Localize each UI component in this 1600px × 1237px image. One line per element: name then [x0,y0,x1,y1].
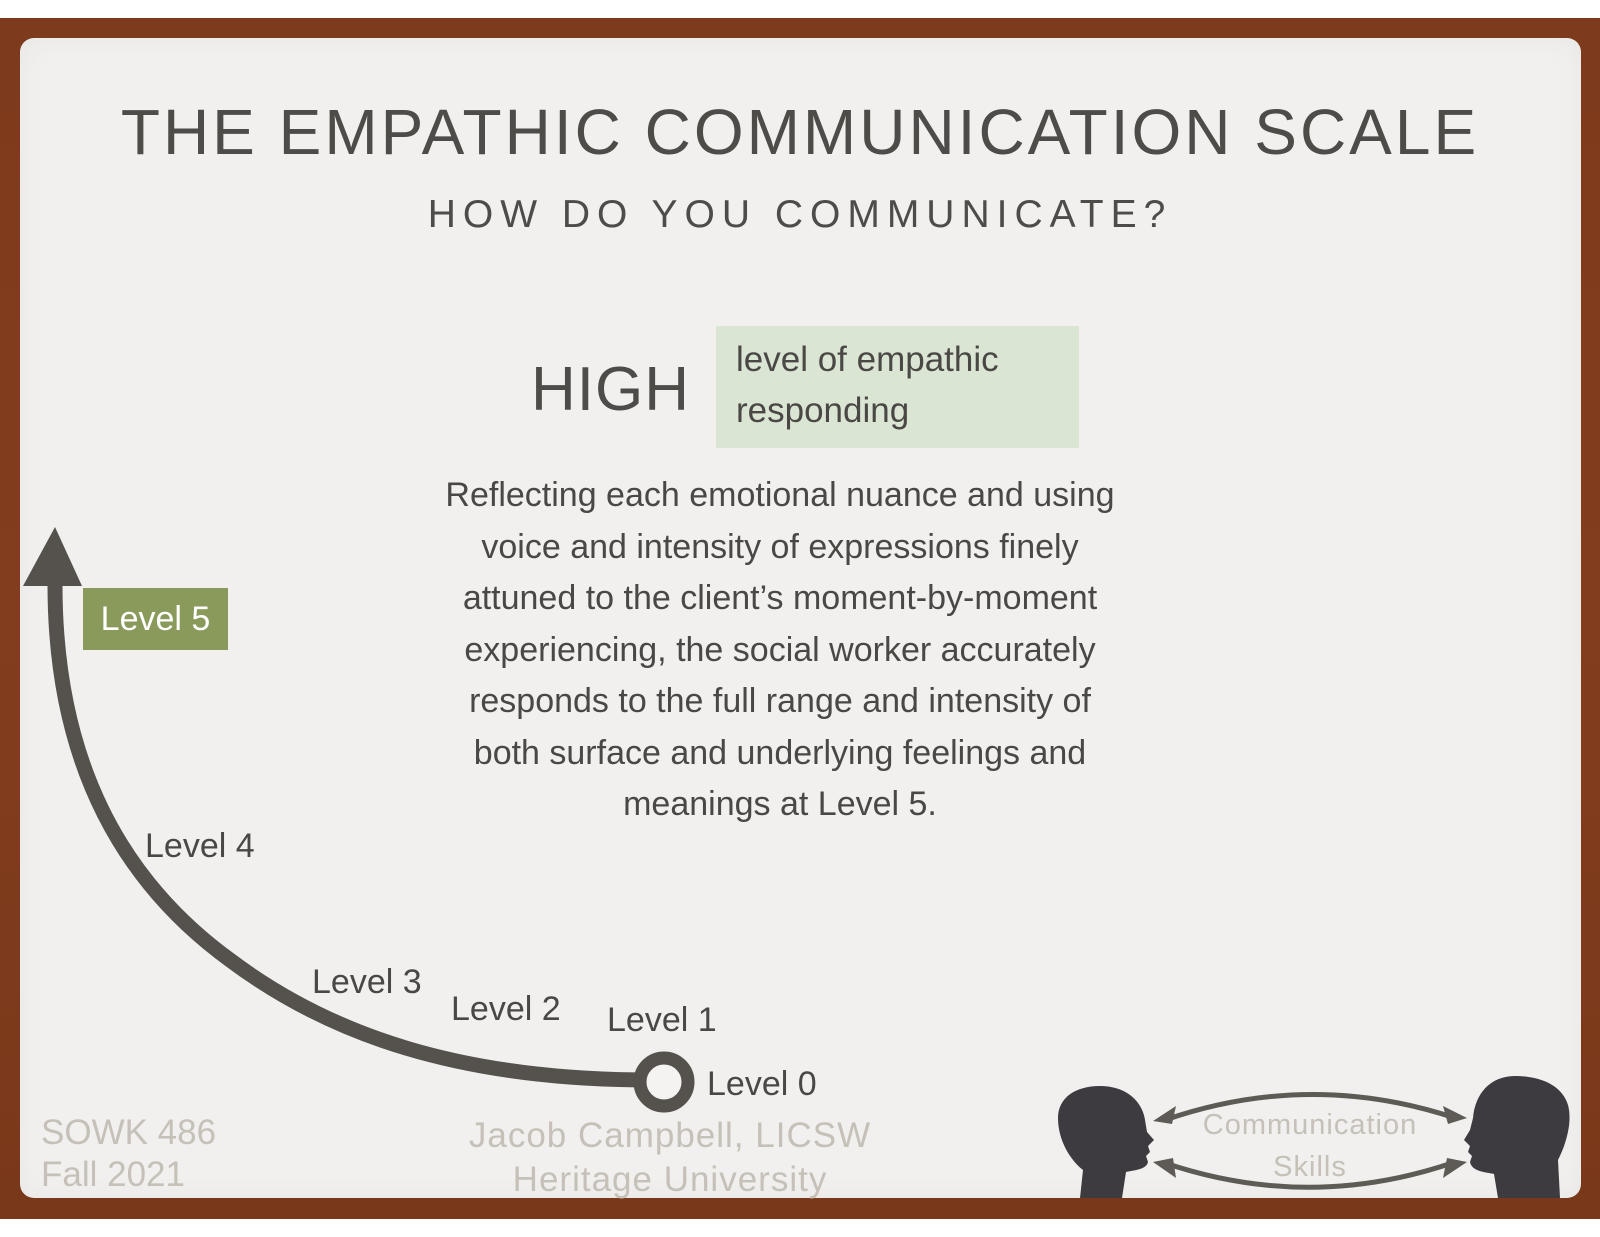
author-info: Jacob Campbell, LICSW Heritage Universit… [430,1114,910,1202]
communication-skills-caption: Communication Skills [1160,1104,1460,1188]
description-line: attuned to the client’s moment-by-moment [462,579,1098,617]
arrowhead-icon [1153,1158,1176,1178]
caption-line2: Skills [1273,1151,1347,1183]
level-tag-text: level of empathic responding [736,334,999,436]
arrowhead-icon [1153,1106,1176,1124]
course-term: Fall 2021 [41,1155,185,1194]
head-silhouette-left-icon [1058,1086,1154,1198]
arrowhead-icon [1443,1106,1467,1124]
description-line: both surface and underlying feelings and [473,733,1087,772]
level0-ring-icon [633,1051,695,1113]
level-description: Reflecting each emotional nuance and usi… [390,470,1170,831]
course-info: SOWK 486 Fall 2021 [41,1112,216,1196]
caption-line1: Communication [1202,1109,1418,1141]
level-tag-line1: level of empathic [736,340,999,379]
slide-card [20,38,1581,1198]
institution-name: Heritage University [512,1160,828,1199]
level-2-label: Level 2 [451,990,561,1028]
head-silhouette-right-icon [1464,1076,1570,1198]
level-5-label: Level 5 [83,588,228,650]
slide-subtitle: HOW DO YOU COMMUNICATE? [427,193,1173,236]
level-heading: HIGH [531,355,690,424]
author-name: Jacob Campbell, LICSW [468,1116,872,1155]
description-line: voice and intensity of expressions finel… [481,527,1079,566]
level-3-label: Level 3 [312,963,422,1001]
level-tag: level of empathic responding [716,326,1079,448]
description-line: experiencing, the social worker accurate… [464,630,1096,669]
description-line: Reflecting each emotional nuance and usi… [445,476,1115,514]
arrowhead-icon [1443,1158,1467,1178]
level-1-label: Level 1 [607,1001,717,1039]
arrow-up-icon [23,527,82,586]
communication-arrows-icon [1164,1092,1456,1190]
course-code: SOWK 486 [41,1113,217,1152]
description-line: responds to the full range and intensity… [469,682,1091,720]
level-0-label: Level 0 [707,1065,817,1103]
level-tag-line2: responding [736,391,910,430]
scale-curve [47,584,651,1088]
description-line: meanings at Level 5. [623,785,937,823]
level-4-label: Level 4 [145,827,255,865]
slide-title: THE EMPATHIC COMMUNICATION SCALE [120,96,1480,168]
